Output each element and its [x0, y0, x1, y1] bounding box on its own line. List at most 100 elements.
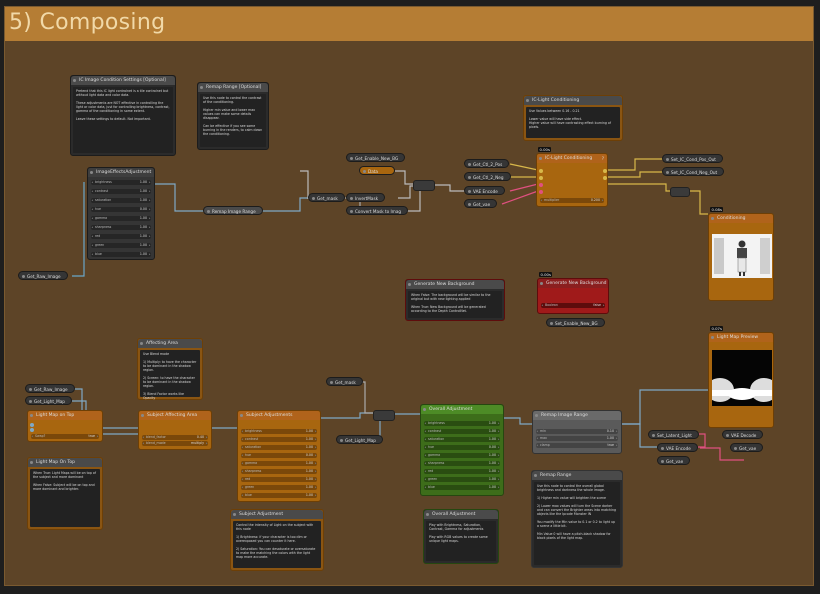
- node-light-map-on-top[interactable]: Light Map on Top Swap? true: [27, 410, 103, 442]
- wire-data: [300, 170, 309, 199]
- swap-widget[interactable]: Swap? true: [31, 434, 99, 439]
- multiplier-widget[interactable]: multiplier 0.200: [540, 198, 604, 203]
- input-slot-positive[interactable]: [539, 169, 543, 173]
- get-light-map-pill[interactable]: Get_Light_Map: [25, 396, 72, 405]
- note-ic-light-conditioning[interactable]: IC-Light Conditioning Use Values between…: [523, 95, 623, 141]
- note-remap-range[interactable]: Remap Range Use this node to control the…: [531, 470, 623, 568]
- get-ctrl-pos-pill[interactable]: Get_Ctl_2_Pos: [464, 159, 510, 168]
- input-slot-image-b[interactable]: [30, 428, 34, 432]
- get-enable-new-bg-pill[interactable]: Get_Enable_New_BG: [346, 153, 406, 162]
- remap-image-range-collapsed[interactable]: Remap Image Range: [203, 206, 263, 215]
- set-latent-light-pill[interactable]: Set_Latent_Light: [648, 430, 699, 439]
- node-title: IC-Light Conditioning: [537, 154, 607, 163]
- help-icon[interactable]: ?: [601, 156, 604, 161]
- node-subject-adjustments[interactable]: Subject Adjustments brightness1.00contra…: [237, 410, 321, 502]
- set-enable-new-bg-pill[interactable]: Set_Enable_New_BG: [546, 318, 605, 327]
- set-ic-cond-pos-pill[interactable]: Set_IC_Cond_Pos_Out: [662, 154, 723, 163]
- get-mask-pill-bottom[interactable]: Get_mask: [326, 377, 363, 386]
- vae-encode-node-bottom[interactable]: VAE Encode: [657, 443, 698, 452]
- node-generate-new-background[interactable]: Generate New Background Boolean false: [537, 278, 609, 314]
- get-raw-image-pill-bottom[interactable]: Get_Raw_Image: [25, 384, 75, 393]
- input-slot-negative[interactable]: [539, 176, 543, 180]
- node-ic-light-conditioning[interactable]: IC-Light Conditioning ? multiplier 0.200: [536, 153, 608, 207]
- conditioning-image[interactable]: [712, 234, 772, 278]
- output-slot-positive[interactable]: [603, 169, 607, 173]
- widget-label: gamma: [428, 453, 441, 457]
- boolean-widget[interactable]: Boolean false: [541, 303, 605, 308]
- wire-convert: [402, 188, 421, 212]
- note-overall-adjustment[interactable]: Overall Adjustment Play with Brightness,…: [423, 509, 499, 564]
- set-ic-cond-neg-pill[interactable]: Set_IC_Cond_Neg_Out: [662, 167, 725, 176]
- widget-label: clamp: [540, 443, 550, 447]
- note-affecting-area[interactable]: Affecting Area Use Blend mode 1) Multipl…: [137, 338, 203, 400]
- image-composite-node[interactable]: [373, 410, 395, 421]
- vae-encode-node-top[interactable]: VAE Encode: [464, 186, 505, 195]
- get-ctrl-neg-pill[interactable]: Get_Ctl_2_Neg: [464, 172, 511, 181]
- get-vae-pill-top[interactable]: Get_vae: [464, 199, 498, 208]
- group-header[interactable]: 5) Composing: [5, 7, 813, 41]
- node-overall-adjustment[interactable]: Overall Adjustment brightness1.00contras…: [420, 404, 504, 496]
- invert-mask-node[interactable]: InvertMask: [346, 193, 386, 202]
- get-light-map-pill-2[interactable]: Get_Light_Map: [336, 435, 383, 444]
- note-generate-new-background[interactable]: Generate New Background When False: The …: [405, 279, 505, 321]
- input-slot-image-a[interactable]: [30, 423, 34, 427]
- output-slot-negative[interactable]: [603, 176, 607, 180]
- node-conditioning-preview[interactable]: Conditioning: [708, 213, 774, 301]
- node-subject-affecting-area[interactable]: Subject Affecting Area blend_factor0.40b…: [138, 410, 212, 450]
- input-slot-vae[interactable]: [539, 183, 543, 187]
- input-slot-foreground[interactable]: [539, 190, 543, 194]
- switch-node[interactable]: [413, 180, 435, 191]
- note-light-map-on-top[interactable]: Light Map On Top When True: Light Maps w…: [27, 457, 103, 530]
- note-remap-range-optional[interactable]: Remap Range [Optional] Use this node to …: [197, 82, 269, 150]
- get-mask-pill-top[interactable]: Get_mask: [308, 193, 345, 202]
- node-remap-image-range[interactable]: Remap Image Range min0.10max1.00clamptru…: [532, 410, 622, 454]
- get-vae-pill-right[interactable]: Get_vae: [730, 443, 764, 452]
- get-vae-pill-bottom[interactable]: Get_vae: [657, 456, 691, 465]
- node-title: Subject Adjustment: [231, 510, 323, 519]
- convert-mask-to-image-node[interactable]: Convert Mask to Imag: [346, 206, 409, 215]
- vae-decode-node[interactable]: VAE Decode: [722, 430, 764, 439]
- reroute-node[interactable]: [670, 187, 690, 197]
- node-light-map-preview[interactable]: Light Map Preview: [706, 332, 778, 428]
- node-image-effects-adjustment[interactable]: ImageEffectsAdjustment brightness1.00con…: [87, 167, 155, 260]
- get-raw-image-pill[interactable]: Get_Raw_Image: [18, 271, 68, 280]
- data-pill[interactable]: Data: [359, 166, 395, 175]
- light-map-image[interactable]: [706, 350, 778, 406]
- note-ic-image-condition[interactable]: IC Image Condition Settings [Optional] P…: [70, 75, 176, 156]
- widget-gamma[interactable]: gamma 1.00: [424, 453, 500, 458]
- note-subject-adjustment[interactable]: Subject Adjustment Control the intensity…: [230, 509, 324, 571]
- widget-value: 1.00: [488, 453, 496, 457]
